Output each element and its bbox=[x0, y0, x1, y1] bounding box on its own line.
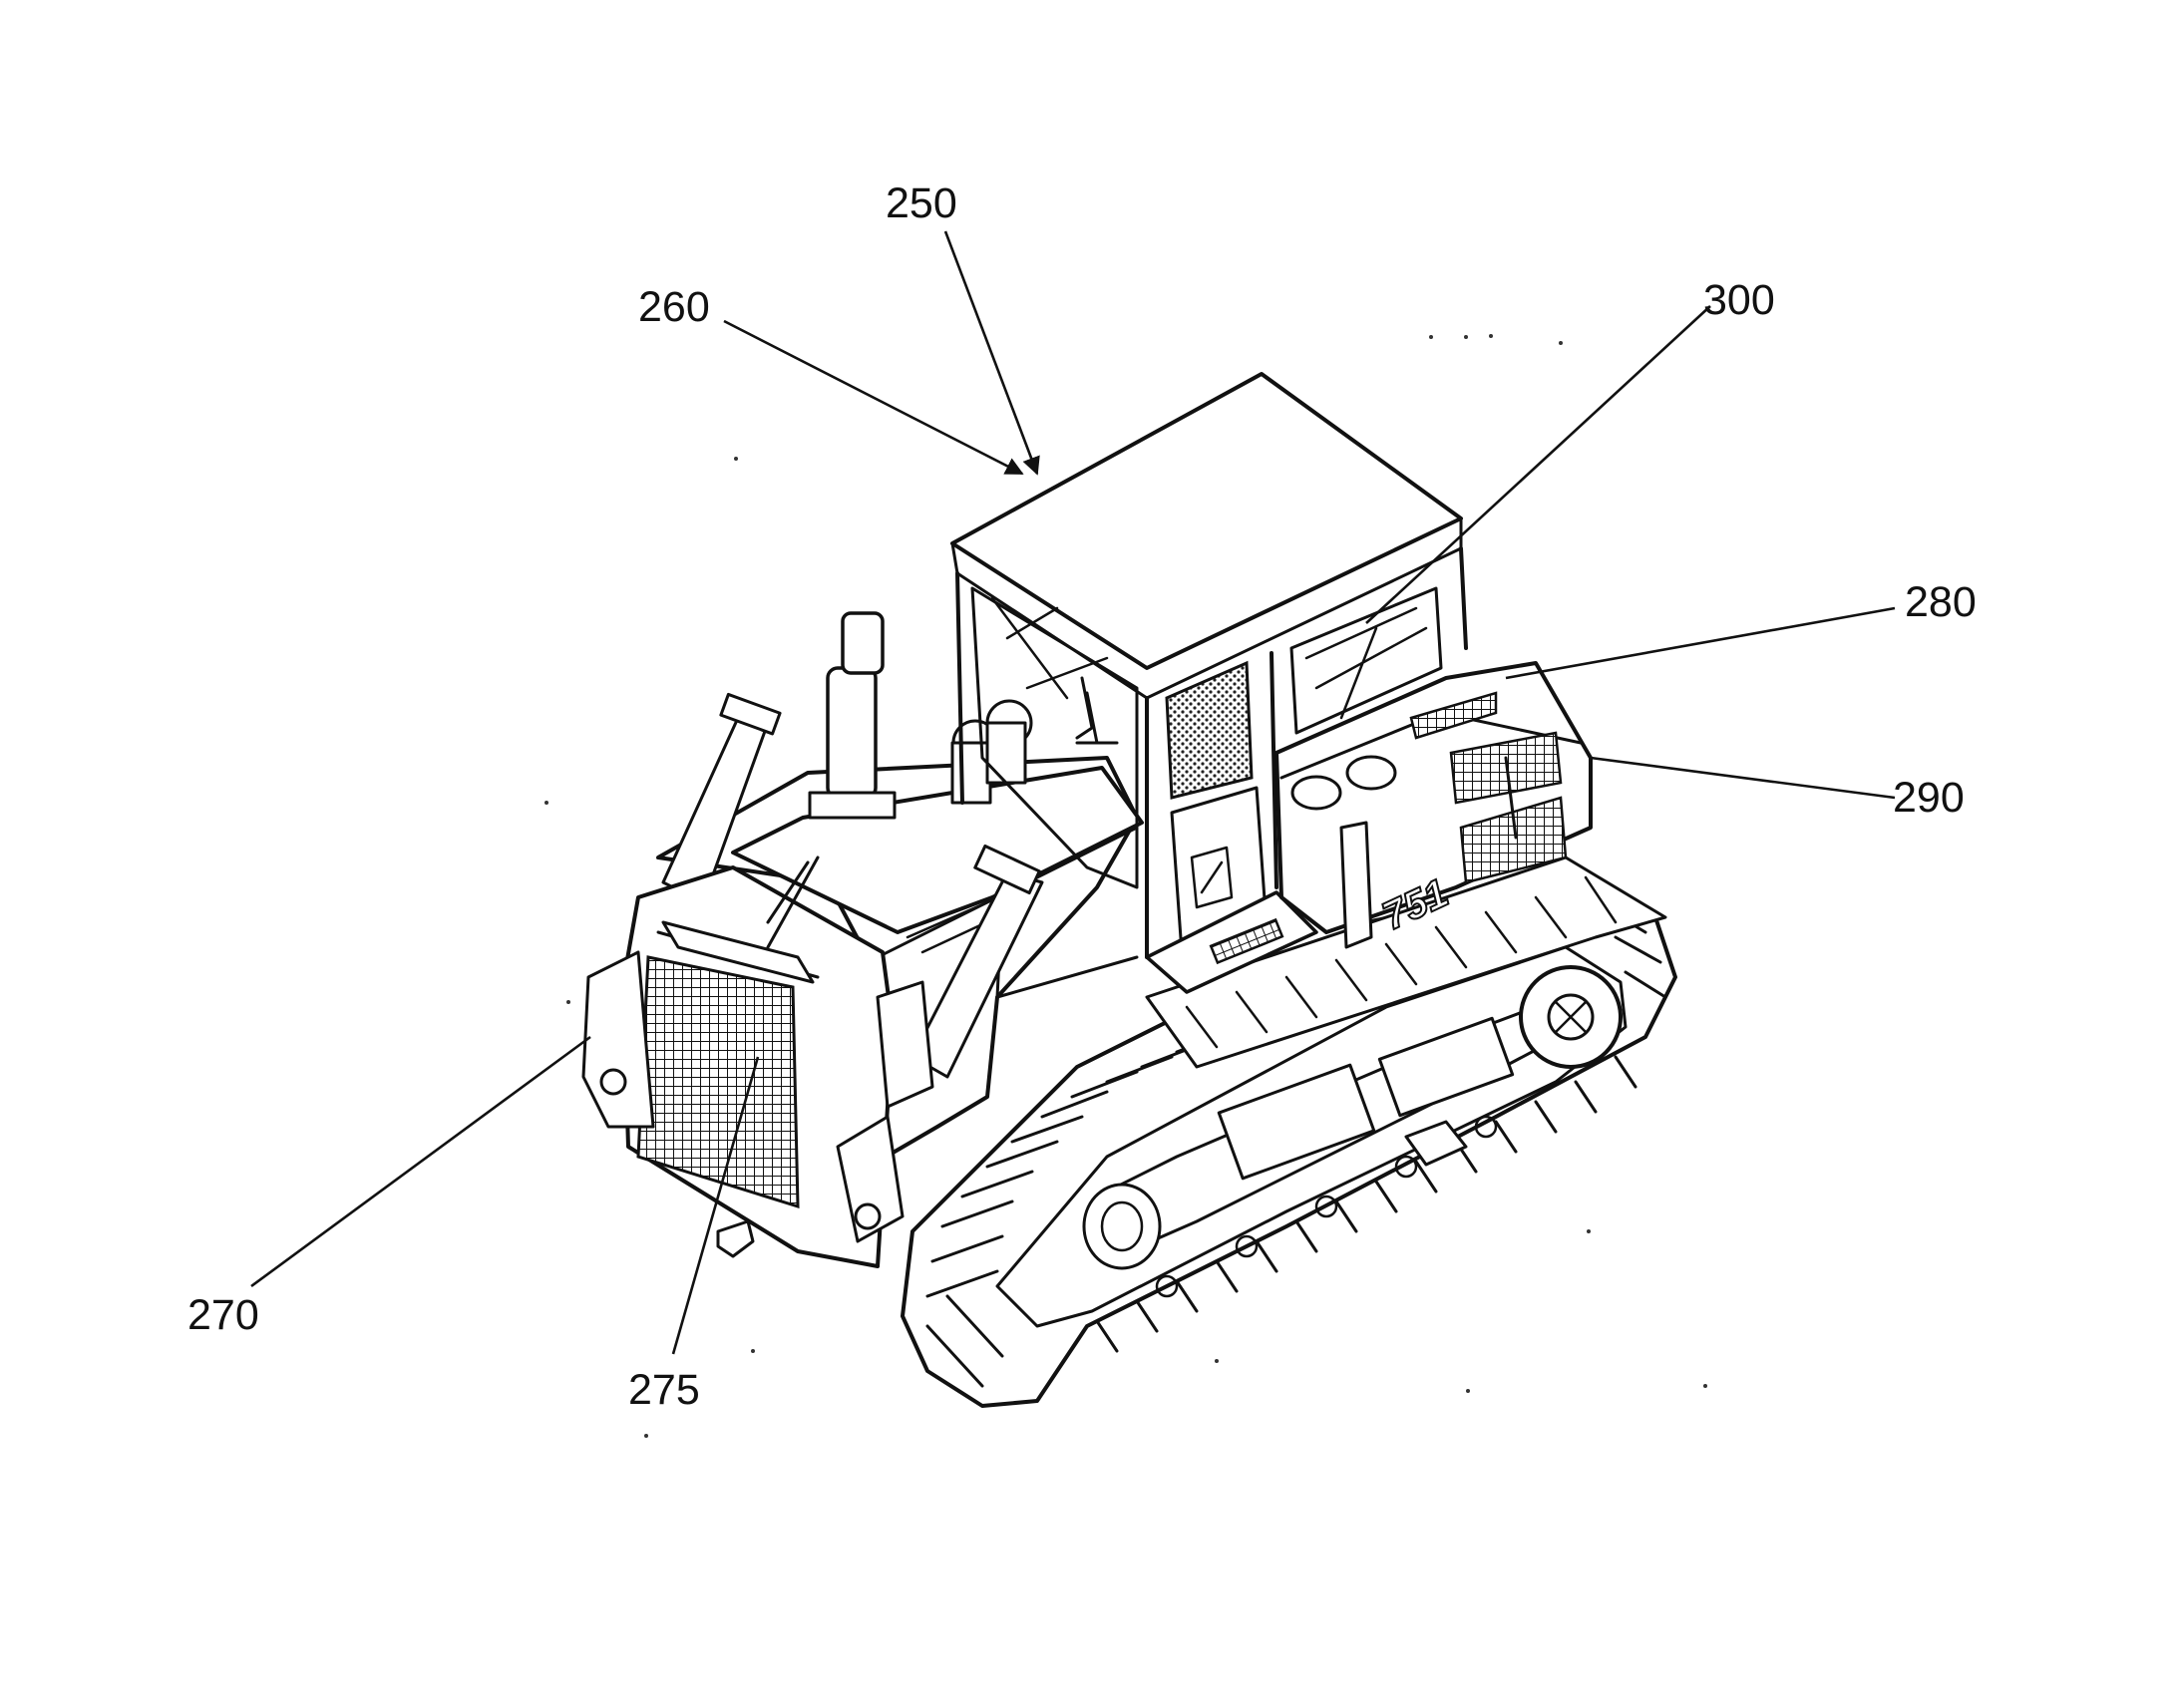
ref-label-290: 290 bbox=[1893, 774, 1965, 822]
ref-label-270: 270 bbox=[187, 1291, 259, 1339]
leader-280 bbox=[1505, 606, 1896, 680]
reference-labels: 250 260 300 280 290 270 275 bbox=[187, 179, 1977, 1414]
leader-270 bbox=[250, 1035, 591, 1288]
ref-label-300: 300 bbox=[1703, 276, 1775, 324]
leader-250 bbox=[943, 230, 1040, 476]
ref-label-275: 275 bbox=[628, 1366, 700, 1414]
leader-lines bbox=[250, 230, 1896, 1355]
leader-275 bbox=[671, 1056, 760, 1355]
leader-300 bbox=[1365, 305, 1711, 624]
exhaust-and-intake bbox=[808, 611, 1119, 820]
engine-hood bbox=[656, 692, 1144, 1164]
ref-label-250: 250 bbox=[886, 179, 957, 227]
leader-260 bbox=[723, 319, 1024, 476]
operator-cab bbox=[950, 372, 1468, 994]
ref-label-260: 260 bbox=[638, 283, 710, 331]
rear-track-top bbox=[1145, 855, 1667, 1069]
rear-enclosure: 751 bbox=[1274, 661, 1593, 949]
ref-label-280: 280 bbox=[1905, 578, 1977, 626]
crawler-dozer-drawing: 751 bbox=[545, 334, 1707, 1438]
leader-290 bbox=[1590, 756, 1896, 800]
radiator-grille bbox=[581, 855, 934, 1268]
scan-specks bbox=[545, 334, 1707, 1438]
